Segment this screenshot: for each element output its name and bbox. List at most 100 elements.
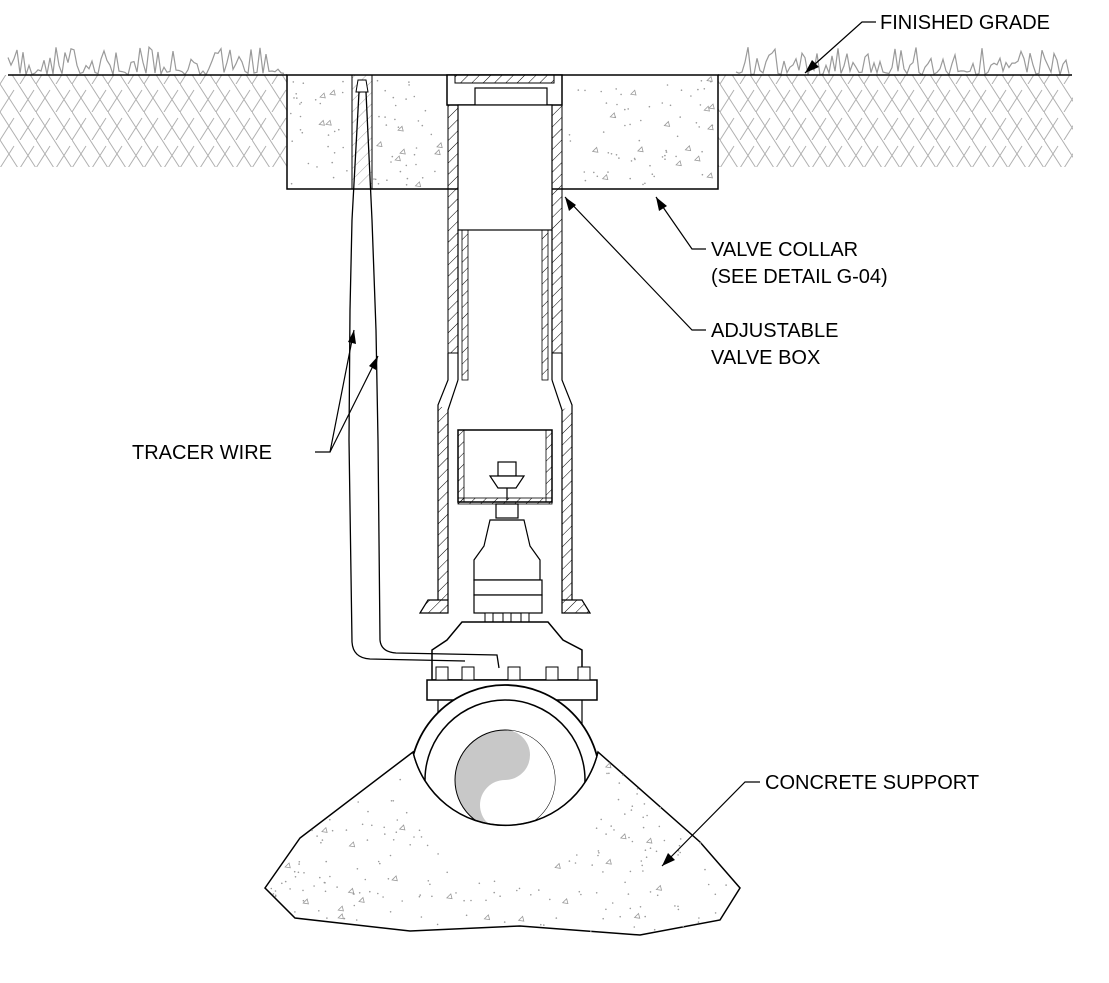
stipple-dot (377, 860, 380, 863)
flange-bolt (507, 666, 521, 681)
stipple-dot (568, 134, 571, 136)
stipple-dot (426, 844, 429, 847)
stipple-dot (390, 800, 393, 802)
stipple-dot (636, 793, 638, 795)
aggregate-mark (517, 915, 525, 922)
stipple-dot (293, 97, 295, 99)
stipple-dot (413, 836, 415, 838)
aggregate-mark (655, 884, 663, 891)
stipple-dot (302, 82, 305, 84)
stipple-dot (313, 885, 315, 887)
stipple-dot (665, 151, 668, 153)
aggregate-mark (375, 140, 383, 148)
stipple-dot (413, 153, 416, 156)
stipple-dot (431, 895, 433, 898)
aggregate-mark (609, 112, 616, 119)
stipple-dot (499, 895, 501, 897)
earth-right (718, 75, 1073, 167)
stipple-dot (576, 854, 578, 856)
stipple-dot (607, 171, 609, 173)
label-valve-collar-2: (SEE DETAIL G-04) (711, 266, 888, 288)
stipple-dot (374, 178, 377, 181)
stipple-dot (631, 805, 634, 807)
stipple-dot (698, 126, 700, 128)
stipple-dot (675, 155, 677, 158)
stipple-dot (680, 89, 683, 91)
stipple-dot (332, 176, 335, 179)
stipple-dot (314, 99, 317, 101)
stipple-dot (605, 908, 607, 911)
stipple-dot (641, 864, 643, 867)
stipple-dot (642, 183, 644, 186)
stipple-dot (600, 90, 602, 93)
stipple-dot (408, 84, 410, 86)
stipple-dot (624, 881, 626, 884)
stipple-dot (645, 856, 648, 858)
stipple-dot (299, 129, 302, 131)
stipple-dot (463, 899, 465, 902)
stipple-dot (353, 893, 355, 895)
stipple-dot (446, 871, 449, 874)
stipple-dot (602, 917, 604, 920)
stipple-dot (353, 904, 356, 907)
stipple-dot (405, 184, 408, 186)
aggregate-mark (321, 826, 328, 833)
stipple-dot (405, 98, 407, 100)
aggregate-mark (591, 146, 599, 153)
stipple-dot (656, 894, 659, 897)
stipple-dot (664, 158, 666, 160)
stipple-dot (629, 870, 632, 873)
stipple-dot (418, 829, 421, 832)
stipple-dot (295, 93, 298, 95)
stipple-dot (420, 836, 423, 838)
aggregate-mark (561, 897, 569, 905)
stipple-dot (549, 898, 551, 901)
stipple-dot (679, 116, 681, 118)
stipple-dot (642, 826, 645, 829)
stipple-dot (455, 892, 457, 894)
stipple-dot (584, 89, 586, 92)
stipple-dot (540, 923, 542, 926)
aggregate-mark (703, 105, 710, 112)
stipple-dot (377, 183, 380, 185)
stipple-dot (633, 157, 636, 160)
stipple-dot (663, 839, 666, 842)
stipple-dot (598, 852, 600, 854)
stipple-dot (690, 95, 692, 97)
stipple-dot (648, 105, 651, 108)
stipple-dot (674, 905, 676, 907)
grass-right (735, 47, 1070, 76)
stipple-dot (293, 870, 296, 873)
stipple-dot (615, 88, 617, 90)
stipple-dot (394, 104, 397, 107)
stipple-dot (707, 883, 710, 886)
stipple-dot (642, 816, 644, 819)
leader-tracer-wire (315, 329, 379, 453)
stipple-dot (725, 884, 727, 886)
stipple-dot (373, 178, 375, 180)
stipple-dot (331, 829, 334, 832)
stipple-dot (371, 824, 373, 827)
stipple-dot (299, 103, 301, 105)
stipple-dot (596, 175, 599, 178)
stipple-dot (369, 890, 371, 893)
stipple-dot (321, 839, 324, 841)
stipple-dot (699, 104, 702, 106)
aggregate-mark (337, 905, 344, 912)
leader-concrete-support (661, 781, 760, 867)
stipple-dot (669, 104, 672, 107)
stipple-dot (357, 801, 360, 803)
stipple-dot (630, 160, 633, 162)
stipple-dot (653, 175, 655, 178)
tracer-wire (348, 75, 500, 669)
stipple-dot (610, 153, 613, 155)
stipple-dot (633, 926, 636, 928)
stipple-dot (434, 170, 436, 173)
stipple-dot (602, 131, 605, 133)
aggregate-mark (284, 862, 291, 869)
stipple-dot (281, 882, 283, 885)
stipple-dot (593, 171, 595, 174)
stipple-dot (659, 806, 662, 809)
stipple-dot (298, 861, 301, 863)
stipple-dot (679, 851, 681, 854)
